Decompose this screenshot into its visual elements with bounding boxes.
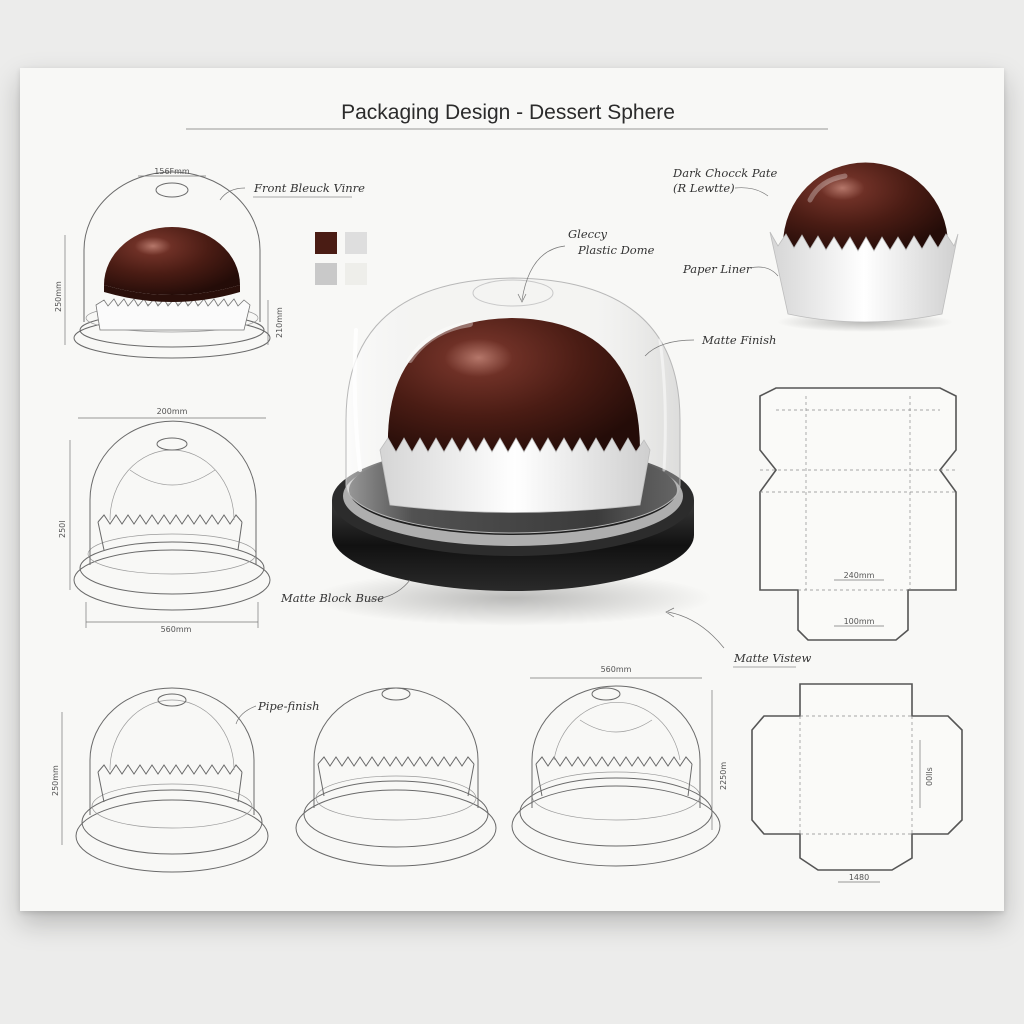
label-dark-chocolate-1: Dark Chocck Pate [672,166,778,180]
swatch-off-white [345,263,367,285]
box-net-2: 00lls 1480 [751,683,963,883]
swatch-dark-chocolate [315,232,337,254]
box-net-1: 240mm 100mm [759,387,957,641]
dim-width-2: 200mm [157,407,188,416]
dim-height-3: 250mm [51,765,60,796]
dim-inner-1: 210mm [275,307,284,338]
label-matte-finish: Matte Finish [701,333,776,347]
dim-width-5: 560mm [601,665,632,674]
dim-height-5: 2250m [719,762,728,790]
label-matte-view: Matte Vistew [733,651,811,665]
side-view-drawing: 200mm 250l 560mm [58,407,271,634]
bottom-drawing-3: 560mm 2250m [511,665,728,867]
label-glossy-2: Plastic Dome [577,243,655,257]
dim-net1-a: 240mm [844,571,875,580]
swatch-light-gray [345,232,367,254]
main-product-render [312,277,712,626]
dim-height-2: 250l [58,521,67,539]
bottom-drawing-1: 250mm Pipe-finish [51,687,320,873]
page-title: Packaging Design - Dessert Sphere [341,101,675,124]
dim-net2-bottom: 1480 [849,873,869,882]
dim-net1-b: 100mm [844,617,875,626]
front-view-drawing: 156Fmm 250mm 210mm Front Bleuck Vinre [54,167,365,359]
dim-base-2: 560mm [161,625,192,634]
label-glossy-1: Gleccy [568,227,608,241]
label-paper-liner: Paper Liner [682,262,753,276]
dim-height-1: 250mm [54,281,63,312]
label-dark-chocolate-2: (R Lewtte) [673,181,735,195]
label-pipe-finish: Pipe-finish [257,699,320,713]
bottom-drawing-2 [295,687,497,867]
label-matte-black-base: Matte Block Buse [280,591,384,605]
dim-net2-side: 00lls [925,767,934,786]
chocolate-cupcake-photo: Dark Chocck Pate (R Lewtte) Paper Liner [672,162,959,332]
main-annotations: Gleccy Plastic Dome Matte Finish Matte B… [280,227,811,668]
swatch-mid-gray [315,263,337,285]
dim-width-1: 156Fmm [154,167,190,176]
label-front-view: Front Bleuck Vinre [253,181,365,195]
color-swatches [315,232,367,285]
